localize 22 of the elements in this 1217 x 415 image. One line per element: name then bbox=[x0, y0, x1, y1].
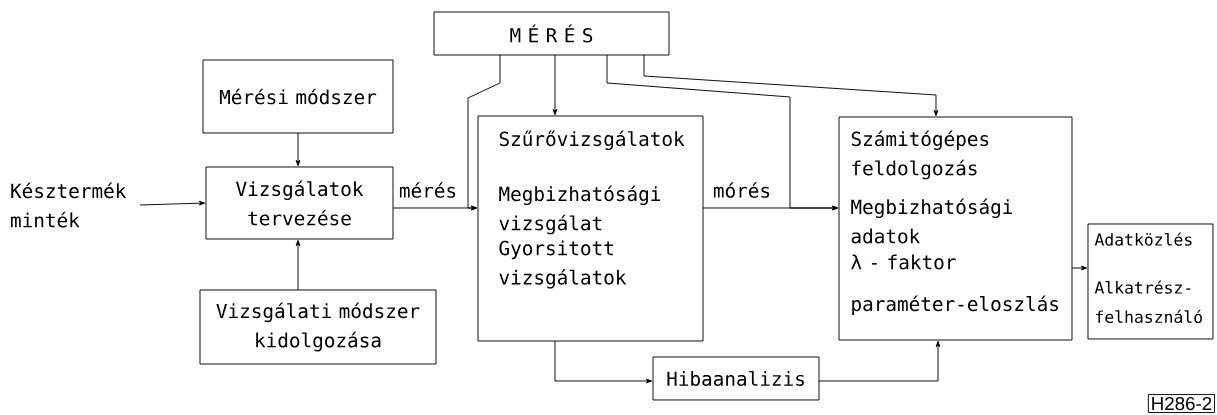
figure-number: H286-2 bbox=[1147, 394, 1215, 413]
process-box: Vizsgálati módszer kidolgozása bbox=[199, 289, 437, 365]
process-box: Vizsgálatok tervezése bbox=[205, 166, 394, 240]
arrow bbox=[1071, 265, 1088, 271]
edge-label: mérés bbox=[397, 180, 459, 199]
input-label: Késztermék minték bbox=[11, 182, 127, 228]
edge-label: mórés bbox=[711, 180, 773, 199]
arrow bbox=[467, 54, 501, 211]
process-box: Mérési módszer bbox=[202, 59, 394, 134]
arrow bbox=[643, 54, 939, 117]
process-box: Számitógépes feldolgozás Megbizhatósági adatok λ - faktor paraméter-eloszlás bbox=[838, 116, 1073, 341]
arrow bbox=[295, 239, 301, 291]
arrow bbox=[139, 200, 206, 206]
arrow bbox=[818, 340, 941, 382]
arrow bbox=[554, 340, 653, 384]
process-box: M É R É S bbox=[433, 11, 670, 56]
process-box: Szűrővizsgálatok Megbizhatósági vizsgálat Gyorsitott vizsgálatok bbox=[477, 115, 704, 342]
arrow bbox=[552, 54, 558, 116]
arrow bbox=[606, 54, 839, 211]
process-box: Hibaanalizis bbox=[652, 356, 820, 401]
process-box: Adatközlés Alkatrész- felhasználó bbox=[1087, 223, 1214, 340]
arrow bbox=[295, 132, 301, 167]
